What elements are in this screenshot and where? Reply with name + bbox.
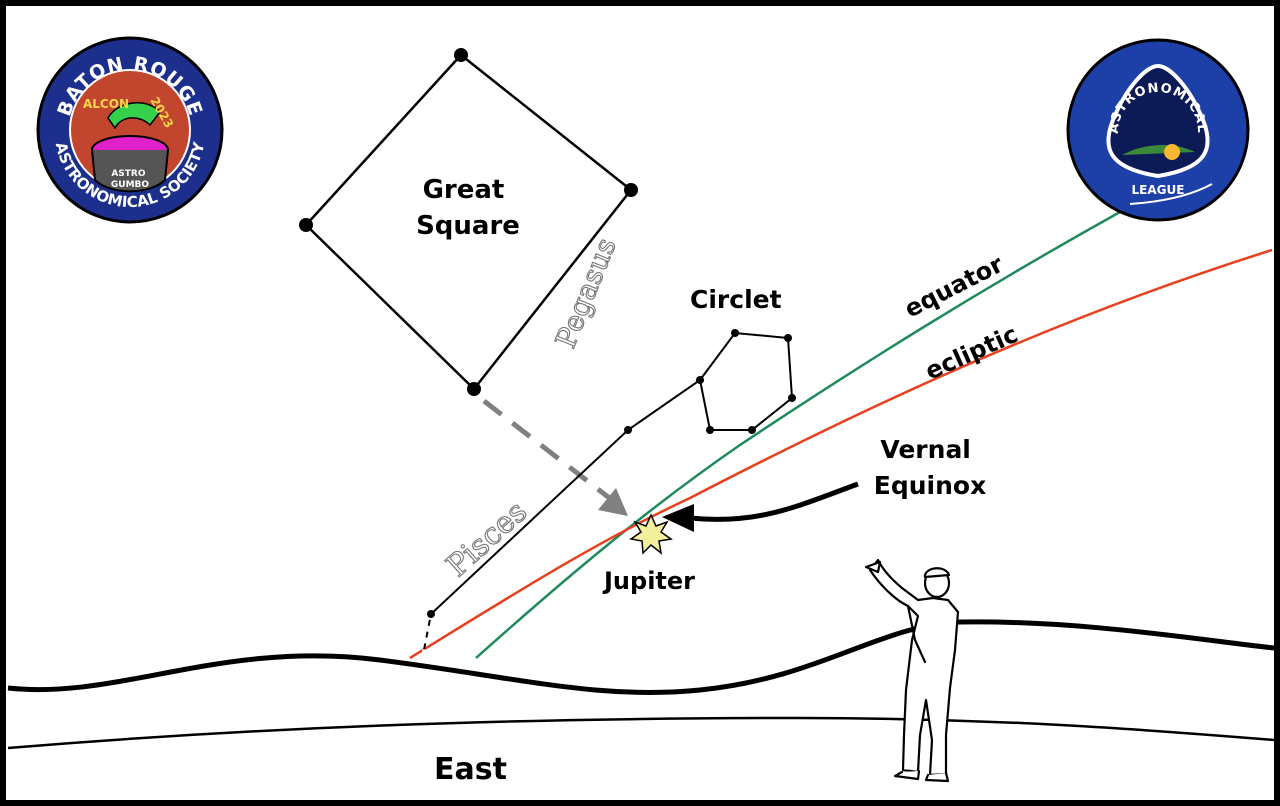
vernal-equinox-label: Vernal Equinox [874,435,986,500]
astronomical-league-logo: ASTRONOMICAL LEAGUE [1066,38,1250,222]
star [748,426,756,434]
great-square-label: Great Square [416,175,520,241]
foreground-ground-line [7,716,1275,750]
pisces-constellation-line [422,379,701,656]
east-label: East [434,752,507,787]
star [427,610,435,618]
star [706,426,714,434]
star [624,426,632,434]
logo-right-bottom-text: LEAGUE [1132,183,1185,197]
pointer-arrowhead [598,488,628,516]
star [467,382,481,396]
star [624,183,638,197]
pointer-dashed-arrow [482,399,614,502]
star [788,394,796,402]
star [784,334,792,342]
star [731,329,739,337]
celestial-equator-line [475,210,1121,659]
logo-left-alcon: ALCON [83,97,129,111]
vernal-equinox-arrowhead [662,504,694,532]
jupiter-star-icon [629,513,673,555]
logo-left-pot-text: ASTRO GUMBO [111,169,150,190]
jupiter-label: Jupiter [602,567,695,595]
ecliptic-line [409,248,1273,660]
observer-figure [864,558,960,783]
star [299,218,313,232]
horizon-hill-line [7,619,1275,695]
star [454,48,468,62]
circlet-label: Circlet [690,285,782,314]
baton-rouge-astronomical-society-logo: BATON ROUGE ASTRONOMICAL SOCIETY ALCON 2… [36,36,224,224]
vernal-equinox-arrow [689,481,859,522]
pisces-dashed-extension [420,613,433,661]
